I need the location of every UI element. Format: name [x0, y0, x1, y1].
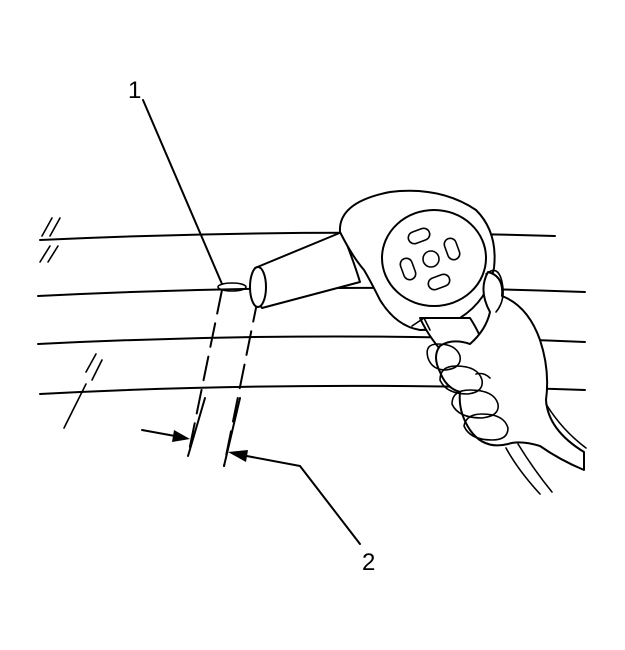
grille-slot-top	[407, 227, 431, 245]
grille-slot-bottom	[427, 273, 451, 291]
heat-gun-nozzle-tip	[249, 266, 267, 308]
wrist-line	[545, 403, 587, 449]
grille-center	[422, 250, 440, 268]
finger-4	[463, 413, 509, 441]
callout-1-label: 1	[128, 77, 141, 104]
break-marks	[39, 217, 103, 429]
heat-gun-nozzle	[251, 231, 361, 309]
hand-palm	[435, 271, 585, 471]
heat-point	[217, 282, 247, 292]
grille-slot-left	[399, 257, 417, 281]
callout-2-leader	[228, 450, 361, 545]
grille-slot-right	[443, 237, 461, 261]
knuckle-ring	[475, 372, 491, 379]
solid-line-right	[223, 397, 241, 467]
break-mark-top-a	[41, 217, 53, 237]
power-cord-2	[517, 443, 553, 493]
break-mark-top-b	[49, 217, 61, 237]
callout-2-label: 2	[362, 549, 375, 576]
solid-line-left	[187, 397, 206, 457]
break-mark-low-b	[91, 359, 103, 381]
leader-line-1	[142, 99, 223, 285]
finger-1	[426, 343, 462, 371]
leader-2-arrowhead	[228, 450, 248, 462]
measurement-arrow	[141, 429, 190, 442]
leader-line-2	[235, 453, 361, 545]
measurement-arrow-head	[172, 430, 190, 442]
dashed-line-left	[187, 289, 223, 457]
heat-gun-face	[381, 209, 487, 307]
power-cord-1	[505, 447, 541, 495]
break-mark-top-d	[47, 245, 59, 263]
break-mark-low-a	[85, 353, 97, 373]
vertical-lines	[187, 289, 259, 467]
break-mark-top-c	[39, 245, 51, 263]
break-mark-low-c	[63, 383, 87, 429]
heat-gun-trigger	[411, 317, 431, 331]
hand-icon	[426, 269, 587, 495]
thumb	[485, 269, 504, 313]
